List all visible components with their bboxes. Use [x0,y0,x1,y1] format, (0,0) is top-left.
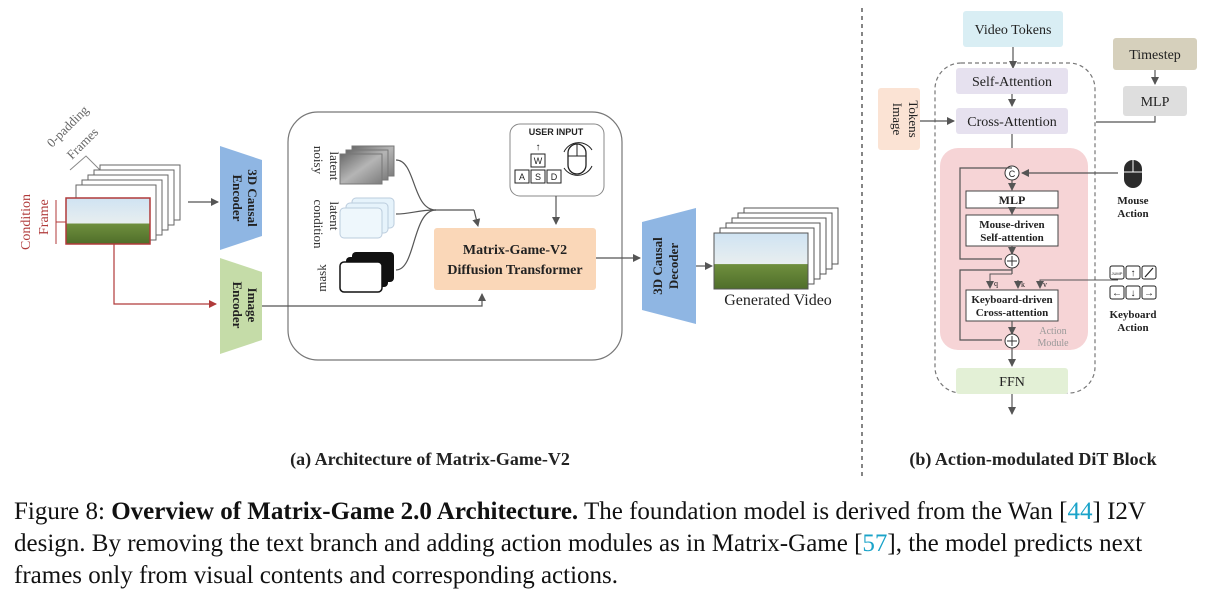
action-module-line1: Action [1039,326,1066,337]
image-tokens-line1: Image [890,103,905,136]
subcaption-a: (a) Architecture of Matrix-Game-V2 [290,449,570,470]
generated-video-stack [713,207,839,290]
mask-label: mask [314,264,329,292]
noisy-latent-stack [339,145,395,185]
concat-symbol: C [1009,169,1016,179]
timestep-mlp-label: MLP [1141,95,1170,110]
keyboard-driven-line1: Keyboard-driven [971,294,1052,306]
mouse-icon [563,142,593,176]
caption-prefix: Figure 8: [14,498,112,525]
caption-text-3: ], the model predicts next frames only f… [14,530,1143,589]
dit-line2: Diffusion Transformer [447,263,582,278]
timestep-label: Timestep [1129,48,1181,63]
caption-text-1: The foundation model is derived from the… [578,498,1068,525]
citation-44[interactable]: 44 [1067,498,1093,525]
frames-bracket [69,155,101,171]
decoder-line1: 3D Causal [650,237,665,295]
keyboard-action-icon: JUMP ↑ ← ↓ → [1109,265,1157,300]
mask-stack [339,252,394,293]
cross-attention-box [956,108,1068,134]
dit-line1: Matrix-Game-V2 [463,243,567,258]
ffn-box [956,368,1068,394]
diffusion-transformer-box [434,228,596,290]
ffn-label: FFN [999,375,1025,390]
encoder-3d-line1: 3D Causal [245,169,260,227]
keyboard-driven-line2: Cross-attention [976,307,1049,319]
caption-text-2: ] I2V design. By removing the text branc… [14,498,1146,557]
v-label: v [1043,280,1047,289]
architecture-figure: 0-padding Frames Condition Frame 3D Caus… [19,8,1197,476]
3d-causal-decoder [642,208,696,324]
frame-label: Frame [37,199,52,235]
encoder-3d-line2: Encoder [230,175,245,222]
condition-frame-image [65,197,151,245]
noisy-line1: noisy [311,146,326,175]
video-tokens-box [963,11,1063,47]
user-input-label: USER INPUT [529,127,584,137]
noisy-line2: latent [327,152,342,181]
condition-latent-stack [339,197,395,239]
cross-attention-label: Cross-Attention [967,115,1056,130]
subcaption-b: (b) Action-modulated DiT Block [909,449,1156,470]
part-b-dit-block: Video Tokens Timestep MLP Self-Attention… [878,11,1197,470]
key-a: A [519,172,525,182]
key-d: D [551,172,558,182]
mouse-action-line1: Mouse [1117,195,1148,207]
video-tokens-label: Video Tokens [975,23,1052,38]
svg-text:↑: ↑ [536,142,541,153]
svg-text:↑: ↑ [1131,268,1136,279]
condition-latent-line1: condition [311,199,326,249]
keyboard-action-line2: Action [1117,322,1148,334]
key-w: W [534,156,543,166]
image-encoder-line1: Image [245,288,260,323]
self-attention-box [956,68,1068,94]
inner-mlp-label: MLP [999,193,1026,207]
svg-text:→: → [1144,288,1154,299]
timestep-box [1113,38,1197,70]
image-tokens-line2: Tokens [906,100,921,137]
condition-label: Condition [19,194,34,250]
image-encoder-line2: Encoder [230,282,245,329]
key-s: S [535,172,541,182]
jump-key: JUMP [1112,271,1123,276]
action-module-line2: Module [1037,338,1069,349]
part-a-architecture: 0-padding Frames Condition Frame 3D Caus… [19,102,839,470]
k-label: k [1021,280,1025,289]
citation-57[interactable]: 57 [862,530,888,557]
image-tokens-box [878,88,920,150]
mouse-driven-line1: Mouse-driven [979,219,1044,231]
mouse-driven-line2: Self-attention [980,232,1044,244]
mouse-driven-box [965,214,1059,247]
mouse-action-line2: Action [1117,208,1148,220]
figure-caption: Figure 8: Overview of Matrix-Game 2.0 Ar… [14,496,1204,592]
3d-causal-encoder [220,146,262,250]
timestep-mlp-box [1123,86,1187,116]
svg-text:↓: ↓ [1131,288,1136,299]
caption-bold: Overview of Matrix-Game 2.0 Architecture… [111,498,579,525]
generated-video-label: Generated Video [724,292,832,309]
image-encoder [220,258,262,354]
condition-latent-line2: latent [327,202,342,231]
mouse-action-icon [1124,160,1142,188]
svg-text:←: ← [1112,288,1122,299]
q-label: q [994,279,998,288]
self-attention-label: Self-Attention [972,75,1052,90]
keyboard-action-line1: Keyboard [1109,309,1156,321]
decoder-line2: Decoder [666,243,681,289]
wasd-keys: ↑ W A S D [514,142,562,184]
